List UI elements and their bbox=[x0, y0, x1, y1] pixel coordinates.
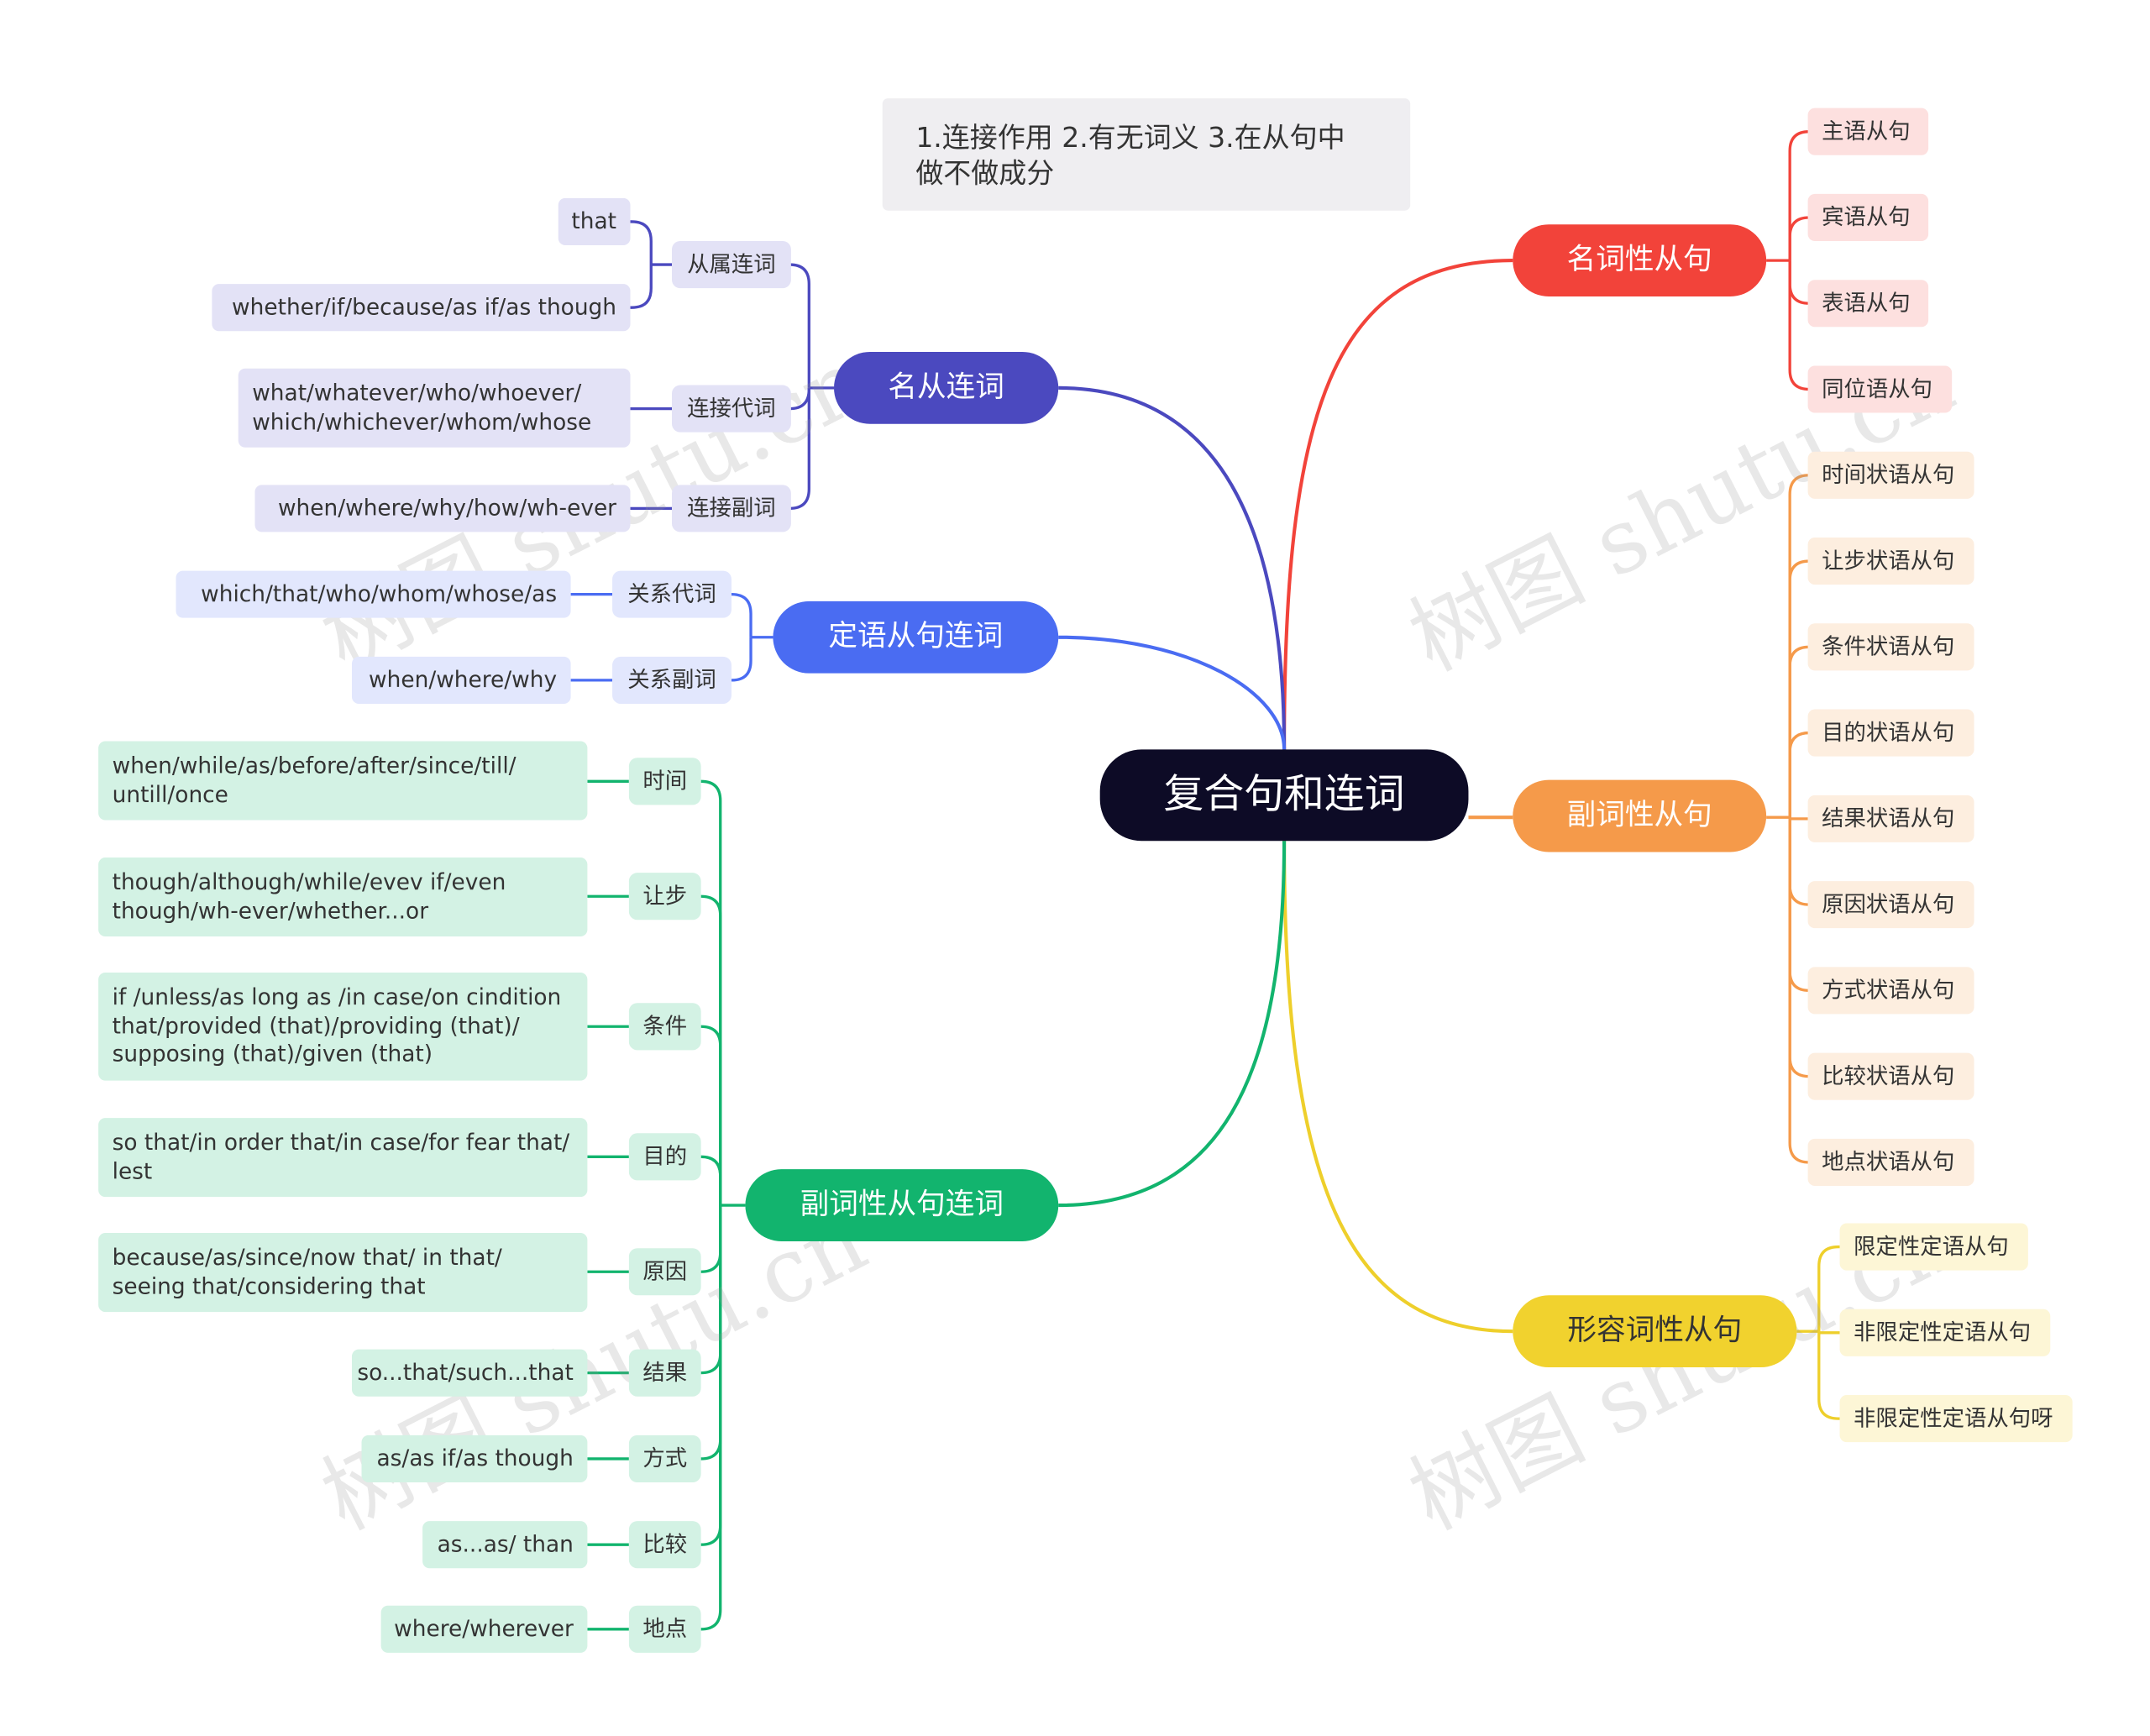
leaf-conjunction[interactable]: because/as/since/now that/ in that/ seei… bbox=[98, 1233, 588, 1313]
edge-adjectival-children bbox=[1817, 1331, 1840, 1420]
edge-adverbial-children bbox=[1788, 731, 1810, 818]
sub-concession[interactable]: 让步 bbox=[628, 873, 701, 920]
adjectival-child[interactable]: 非限定性定语从句 bbox=[1839, 1309, 2051, 1356]
branch-adverbial-clause[interactable]: 副词性从句 bbox=[1513, 779, 1767, 852]
leaf-conjunction[interactable]: which/that/who/whom/whose/as bbox=[176, 570, 571, 618]
adverbial-child[interactable]: 目的状语从句 bbox=[1807, 709, 1974, 757]
leaf-conjunction[interactable]: that bbox=[558, 197, 631, 245]
adverbial-child[interactable]: 方式状语从句 bbox=[1807, 967, 1974, 1015]
leaf-conjunction[interactable]: though/although/while/evev if/even thoug… bbox=[98, 858, 588, 937]
edge-attr-conj-subs bbox=[731, 592, 752, 637]
edge-adv-conj-subs bbox=[700, 1205, 722, 1273]
leaf-conjunction[interactable]: when/where/why/how/wh-ever bbox=[254, 485, 631, 532]
leaf-conjunction[interactable]: so...that/such...that bbox=[351, 1349, 588, 1397]
leaf-conjunction[interactable]: so that/in order that/in case/for fear t… bbox=[98, 1118, 588, 1198]
edge-adjectival-children bbox=[1817, 1245, 1840, 1332]
branch-noun-clause-conjunctions[interactable]: 名从连词 bbox=[833, 351, 1059, 424]
branch-attributive-clause-conjunctions[interactable]: 定语从句连词 bbox=[773, 601, 1059, 674]
edge-noun-conj-subs bbox=[789, 263, 810, 388]
edge-center-adjectival bbox=[1282, 841, 1513, 1334]
edge-adv-conj-subs bbox=[700, 1205, 722, 1631]
leaf-conjunction[interactable]: if /unless/as long as /in case/on cindit… bbox=[98, 972, 588, 1081]
nominal-child[interactable]: 同位语从句 bbox=[1807, 365, 1953, 413]
edge-adjectival-children bbox=[1817, 1331, 1840, 1335]
edge-adv-conj-subs bbox=[700, 779, 722, 1206]
sub-comparison[interactable]: 比较 bbox=[628, 1521, 701, 1569]
sub-reason[interactable]: 原因 bbox=[628, 1248, 701, 1296]
sub-condition[interactable]: 条件 bbox=[628, 1003, 701, 1051]
branch-adverbial-clause-conjunctions[interactable]: 副词性从句连词 bbox=[745, 1169, 1059, 1241]
sub-purpose[interactable]: 目的 bbox=[628, 1133, 701, 1181]
leaf-conjunction[interactable]: where/wherever bbox=[380, 1605, 588, 1653]
adverbial-child[interactable]: 原因状语从句 bbox=[1807, 881, 1974, 929]
leaf-conjunction[interactable]: whether/if/because/as if/as though bbox=[212, 284, 631, 332]
edge-adv-conj-subs bbox=[700, 1155, 722, 1206]
branch-nominal-clause[interactable]: 名词性从句 bbox=[1513, 224, 1767, 296]
sub-subordinating-conjunctions[interactable]: 从属连词 bbox=[672, 241, 791, 289]
edge-nominal-children bbox=[1788, 260, 1810, 391]
nominal-child[interactable]: 主语从句 bbox=[1807, 108, 1929, 155]
edge-adv-conj-subs bbox=[700, 1205, 722, 1461]
sub-relative-adverbs[interactable]: 关系副词 bbox=[612, 656, 732, 704]
edge-center-attr-conj bbox=[1058, 635, 1287, 750]
sub-time[interactable]: 时间 bbox=[628, 758, 701, 805]
note-box: 1.连接作用 2.有无词义 3.在从句中 做不做成分 bbox=[882, 98, 1411, 211]
edge-adv-conj-subs bbox=[700, 1205, 722, 1546]
sub-relative-pronouns[interactable]: 关系代词 bbox=[612, 570, 732, 618]
adverbial-child[interactable]: 结果状语从句 bbox=[1807, 795, 1974, 842]
adjectival-child[interactable]: 限定性定语从句 bbox=[1839, 1223, 2028, 1271]
edge-adverbial-children bbox=[1788, 559, 1810, 818]
adjectival-child[interactable]: 非限定性定语从句呀 bbox=[1839, 1395, 2073, 1443]
edge-adv-conj-subs bbox=[700, 1025, 722, 1206]
sub-place[interactable]: 地点 bbox=[628, 1605, 701, 1653]
adverbial-child[interactable]: 比较状语从句 bbox=[1807, 1052, 1974, 1100]
adverbial-child[interactable]: 地点状语从句 bbox=[1807, 1138, 1974, 1186]
edge-sub-leaves bbox=[630, 265, 653, 309]
nominal-child[interactable]: 宾语从句 bbox=[1807, 193, 1929, 242]
leaf-conjunction[interactable]: as...as/ than bbox=[422, 1521, 588, 1569]
adverbial-child[interactable]: 时间状语从句 bbox=[1807, 451, 1974, 499]
edge-noun-conj-subs bbox=[789, 387, 810, 411]
edge-nominal-children bbox=[1788, 260, 1810, 305]
edge-adverbial-children bbox=[1788, 817, 1810, 906]
edge-attr-conj-subs bbox=[731, 637, 752, 682]
adverbial-child[interactable]: 条件状语从句 bbox=[1807, 623, 1974, 671]
sub-connective-adverbs[interactable]: 连接副词 bbox=[672, 485, 791, 532]
adverbial-child[interactable]: 让步状语从句 bbox=[1807, 538, 1974, 585]
leaf-conjunction[interactable]: when/while/as/before/after/since/till/ u… bbox=[98, 741, 588, 821]
edge-center-noun-conj bbox=[1058, 385, 1287, 750]
edge-adv-conj-subs bbox=[700, 894, 722, 1206]
edge-adv-conj-subs bbox=[700, 1205, 722, 1375]
edge-nominal-children bbox=[1788, 130, 1810, 261]
sub-result[interactable]: 结果 bbox=[628, 1349, 701, 1397]
sub-manner[interactable]: 方式 bbox=[628, 1434, 701, 1482]
edge-center-nominal bbox=[1282, 259, 1513, 750]
root-node[interactable]: 复合句和连词 bbox=[1099, 749, 1469, 842]
edge-adverbial-children bbox=[1788, 817, 1808, 821]
nominal-child[interactable]: 表语从句 bbox=[1807, 280, 1929, 328]
leaf-conjunction[interactable]: as/as if/as though bbox=[361, 1434, 588, 1482]
edge-nominal-children bbox=[1788, 216, 1810, 261]
edge-center-adv-conj bbox=[1058, 841, 1287, 1208]
branch-adjectival-clause[interactable]: 形容词性从句 bbox=[1513, 1295, 1797, 1368]
sub-connective-pronouns[interactable]: 连接代词 bbox=[672, 385, 791, 433]
leaf-conjunction[interactable]: what/whatever/who/whoever/ which/whichev… bbox=[238, 368, 631, 448]
edge-sub-leaves bbox=[630, 220, 653, 265]
leaf-conjunction[interactable]: when/where/why bbox=[351, 656, 571, 704]
edge-adverbial-children bbox=[1788, 817, 1810, 1078]
